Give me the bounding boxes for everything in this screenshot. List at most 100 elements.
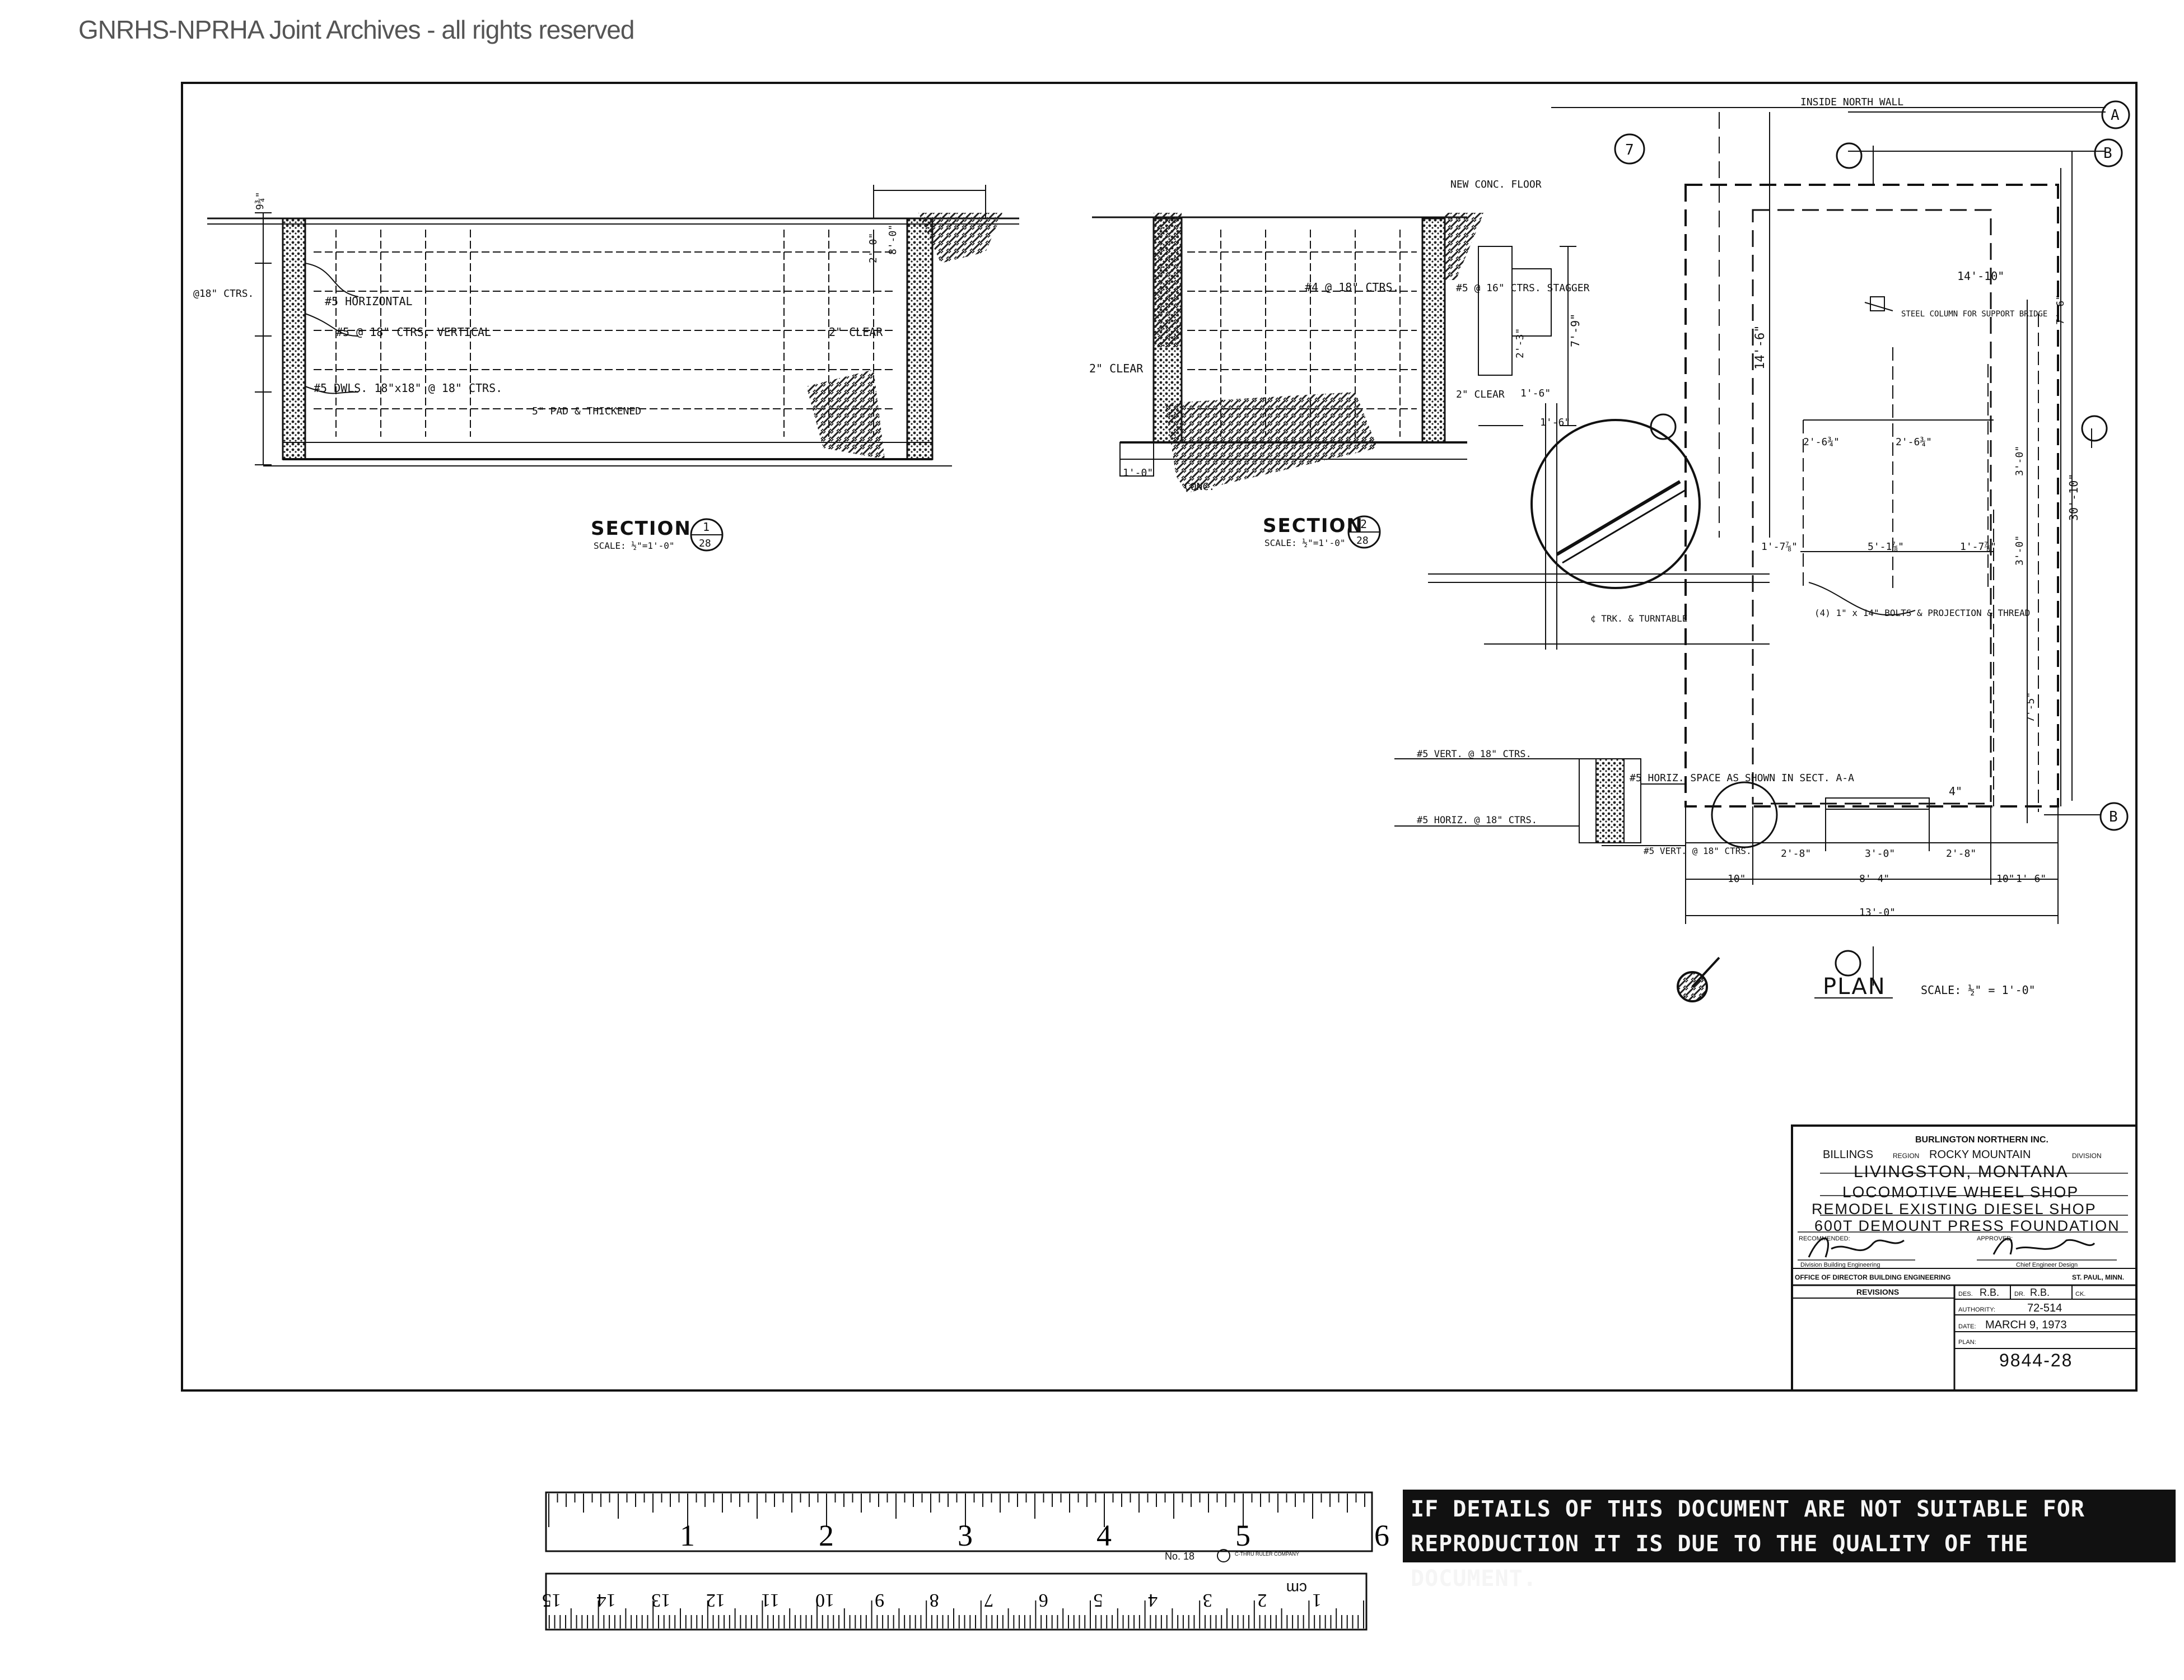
tb-approved: APPROVED: xyxy=(1977,1235,2013,1242)
ruler-maker: C-THRU RULER COMPANY xyxy=(1235,1551,1299,1557)
note-new-conc: NEW CONC. FLOOR xyxy=(1450,179,1542,190)
tb-location: LIVINGSTON, MONTANA xyxy=(1854,1163,2069,1181)
inch-ticks xyxy=(548,1494,1365,1527)
note-clear-mid: 2" CLEAR xyxy=(829,325,883,339)
note-turntable: ¢ TRK. & TURNTABLE xyxy=(1590,613,1687,624)
cm-label: 3 xyxy=(1203,1590,1212,1611)
tb-dr: DR. xyxy=(2014,1291,2025,1298)
tb-city: ST. PAUL, MINN. xyxy=(2072,1273,2124,1281)
tb-dr-val: R.B. xyxy=(2030,1287,2050,1298)
ruler-maker-logo-icon xyxy=(1217,1549,1230,1562)
grid-label-b-top: B xyxy=(2103,145,2112,162)
note-horizontal: #5 HORIZONTAL xyxy=(325,295,413,308)
tb-sig-right-title: Chief Engineer Design xyxy=(2016,1262,2078,1268)
tb-ck: CK. xyxy=(2075,1291,2085,1298)
note-center-ctrs: #4 @ 18" CTRS. xyxy=(1305,281,1399,294)
plan-callouts: A B B 7 xyxy=(1614,100,2130,977)
plan-label: PLAN xyxy=(1823,974,1886,1000)
cm-label: 4 xyxy=(1148,1590,1158,1611)
section-left-ref-top: 1 xyxy=(703,520,710,534)
dim-d7-9: 7'-9" xyxy=(1569,314,1582,347)
cm-label: 14 xyxy=(597,1590,616,1611)
section-right-label: SECTION xyxy=(1263,515,1364,537)
inch-label: 6 xyxy=(1374,1519,1389,1552)
archive-watermark: GNRHS-NPRHA Joint Archives - all rights … xyxy=(78,15,634,44)
tb-recommended: RECOMMENDED: xyxy=(1799,1235,1850,1242)
tb-line3: 600T DEMOUNT PRESS FOUNDATION xyxy=(1814,1217,2120,1234)
note-clear-right: 2" CLEAR xyxy=(1456,389,1505,400)
section-left-scale: SCALE: ½"=1'-0" xyxy=(594,540,675,551)
title-block-text: BURLINGTON NORTHERN INC. BILLINGS REGION… xyxy=(1795,1135,2124,1370)
cm-label: 6 xyxy=(1039,1590,1048,1611)
tb-authority-val: 72-514 xyxy=(2027,1302,2062,1314)
dim-d2-3: 2'-3" xyxy=(1514,328,1526,358)
dim-d5-1: 5'-1⅞" xyxy=(1868,541,1904,553)
note-conc: CONC. xyxy=(1184,481,1215,493)
tb-region-word: REGION xyxy=(1893,1152,1919,1160)
dim-d13-0: 13'-0" xyxy=(1859,907,1896,918)
cm-label: 5 xyxy=(1094,1590,1103,1611)
dim-d2-6b: 2'-6¾" xyxy=(1896,436,1932,448)
center-section-title: SECTION SCALE: ½"=1'-0" 2 28 xyxy=(1263,515,1381,549)
inch-label: 2 xyxy=(819,1519,834,1552)
cm-label: 10 xyxy=(815,1590,834,1611)
note-vert-ctrs-bottom: #5 VERT. @ 18" CTRS. xyxy=(1644,846,1752,856)
cm-label: 9 xyxy=(875,1590,884,1611)
dim-d3-0c: 3'-0" xyxy=(1865,848,1895,860)
note-bolts: (4) 1" x 14" BOLTS & PROJECTION & THREAD xyxy=(1814,608,2030,618)
tb-plan-no-label: PLAN: xyxy=(1958,1339,1976,1346)
cm-label: 2 xyxy=(1257,1590,1267,1611)
left-section-title: SECTION SCALE: ½"=1'-0" 1 28 xyxy=(591,517,724,552)
left-section-notes: #5 HORIZONTAL #5 @ 18" CTRS. VERTICAL #5… xyxy=(193,192,883,417)
dim-d7-5: 7'-5" xyxy=(2025,692,2037,722)
dim-d2-0: 2'-0" xyxy=(867,233,879,263)
note-stagger: #5 @ 16" CTRS. STAGGER xyxy=(1456,282,1590,294)
dim-d2-8a: 2'-8" xyxy=(1781,848,1811,860)
tb-company: BURLINGTON NORTHERN INC. xyxy=(1915,1135,2048,1145)
grid-label-a: A xyxy=(2111,107,2120,124)
tb-office: OFFICE OF DIRECTOR BUILDING ENGINEERING xyxy=(1795,1273,1950,1281)
tb-division: ROCKY MOUNTAIN xyxy=(1929,1149,2031,1161)
tb-line1: LOCOMOTIVE WHEEL SHOP xyxy=(1842,1183,2079,1201)
cm-label: 13 xyxy=(651,1590,670,1611)
plan-notes: INSIDE NORTH WALL STEEL COLUMN FOR SUPPO… xyxy=(1417,96,2080,918)
dim-d2-8b: 2'-8" xyxy=(1946,848,1976,860)
grid-label-7: 7 xyxy=(1625,142,1634,158)
cm-label: 8 xyxy=(930,1590,939,1611)
grid-label-b-bottom: B xyxy=(2109,809,2118,825)
dim-d1-6c: 1'-6" xyxy=(2016,873,2046,885)
inside-north-wall-label: INSIDE NORTH WALL xyxy=(1800,96,1903,108)
note-vert-ctrs-top: #5 VERT. @ 18" CTRS. xyxy=(1417,749,1532,760)
note-vertical: #5 @ 18" CTRS. VERTICAL xyxy=(336,325,491,339)
note-dowels: #5 DWLS. 18"x18" @ 18" CTRS. xyxy=(314,381,502,395)
section-left-ref-bottom: 28 xyxy=(699,538,711,549)
sheet-border xyxy=(181,82,2138,1392)
ruler-model: No. 18 xyxy=(1165,1551,1194,1562)
dim-d10a: 10" xyxy=(1728,873,1746,885)
tb-date: DATE: xyxy=(1958,1323,1976,1330)
dim-d4: 4" xyxy=(1949,785,1962,798)
section-left-label: SECTION xyxy=(591,517,692,540)
dim-d2-6a: 2'-6¾" xyxy=(1803,436,1840,448)
cm-ticks xyxy=(548,1600,1364,1628)
tb-line2: REMODEL EXISTING DIESEL SHOP xyxy=(1812,1201,2097,1217)
dim-d9-3: 9¾" xyxy=(254,192,266,210)
dim-d1-0: 1'-0" xyxy=(1123,467,1153,479)
dim-d3-0b: 3'-0" xyxy=(2014,535,2026,566)
tb-date-val: MARCH 9, 1973 xyxy=(1985,1319,2067,1331)
plan-view xyxy=(1394,107,2106,1002)
tb-region: BILLINGS xyxy=(1823,1149,1873,1161)
ruler-cm-unit: cm xyxy=(1286,1580,1307,1597)
note-ctrs-18: @18" CTRS. xyxy=(193,288,254,300)
section-right-ref-top: 2 xyxy=(1360,517,1367,531)
plan-title: PLAN SCALE: ½" = 1'-0" xyxy=(1814,974,2036,1000)
section-right-scale: SCALE: ½"=1'-0" xyxy=(1264,538,1346,548)
dim-d14-6: 14'-6" xyxy=(1753,325,1767,370)
dim-d1-6b: 1'-6" xyxy=(1540,417,1570,428)
note-steel-column: STEEL COLUMN FOR SUPPORT BRIDGE xyxy=(1901,310,2047,319)
cm-label: 11 xyxy=(761,1590,780,1611)
note-horiz-space: #5 HORIZ. SPACE AS SHOWN IN SECT. A-A xyxy=(1630,772,1854,784)
